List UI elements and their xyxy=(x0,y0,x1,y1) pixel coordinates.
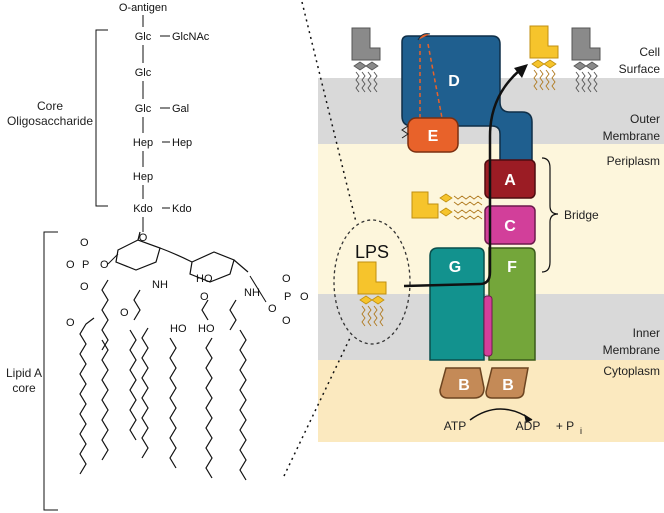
glc-1: Glc xyxy=(135,31,152,43)
dotted-connector-top xyxy=(301,1,357,223)
glucosamine-rings xyxy=(115,231,249,283)
protein-b-right-label: B xyxy=(502,377,514,394)
hep-1: Hep xyxy=(133,137,153,149)
protein-c-label: C xyxy=(504,218,516,235)
ho-1: HO xyxy=(196,273,213,285)
protein-d-label: D xyxy=(448,73,460,90)
atp-label: ATP xyxy=(444,419,466,433)
protein-e-tip xyxy=(417,33,431,41)
glc-3: Glc xyxy=(135,103,152,115)
protein-g-label: G xyxy=(449,259,461,276)
phos-o-2: O xyxy=(80,237,89,249)
nh-1: NH xyxy=(152,279,168,291)
lps-in-bridge xyxy=(411,191,483,220)
protein-c-helix xyxy=(483,295,493,357)
atp-arrowhead xyxy=(524,414,532,423)
protein-e xyxy=(407,117,459,153)
dotted-connector-bottom xyxy=(283,337,351,477)
ester-o-1: O xyxy=(66,317,75,329)
phos-o-4: O xyxy=(100,259,109,271)
phos-p-2: P xyxy=(284,291,291,303)
hep-3: Hep xyxy=(133,171,153,183)
protein-c xyxy=(484,205,536,245)
phos-p-1: P xyxy=(82,259,89,271)
ho-3: HO xyxy=(198,323,215,335)
lps-inner-membrane xyxy=(357,261,387,327)
protein-b-left xyxy=(439,367,485,399)
nh-2: NH xyxy=(244,287,260,299)
bridge-label-text: Bridge xyxy=(564,208,599,222)
outer-membrane-label: Outer xyxy=(630,112,660,126)
outer-membrane-label-2: Membrane xyxy=(603,129,661,143)
lps-label: LPS xyxy=(355,242,389,262)
barrel-dash-2 xyxy=(427,43,443,119)
protein-b-right xyxy=(485,367,529,399)
protein-a xyxy=(484,159,536,199)
lps-on-surface xyxy=(529,25,559,91)
transport-arrowhead xyxy=(514,64,528,78)
oligosaccharide-label: Oligosaccharide xyxy=(7,114,93,128)
protein-f-label: F xyxy=(507,259,517,276)
cell-surface-label: Cell xyxy=(639,45,660,59)
gray-lps-left xyxy=(351,27,381,93)
transport-path-arrow xyxy=(403,69,521,288)
inner-membrane-label-2: Membrane xyxy=(603,343,661,357)
lipid-a-bracket xyxy=(43,231,58,511)
protein-g xyxy=(429,247,485,361)
protein-a-label: A xyxy=(504,172,516,189)
o-link: O xyxy=(139,232,148,244)
ester-o-3: O xyxy=(200,291,209,303)
gray-lps-right xyxy=(571,27,601,93)
protein-b-left-label: B xyxy=(458,377,470,394)
periplasm-label: Periplasm xyxy=(607,154,660,168)
ester-o-2: O xyxy=(120,307,129,319)
inner-membrane-label: Inner xyxy=(633,326,660,340)
bridge-brace xyxy=(541,157,559,273)
cytoplasm-label: Cytoplasm xyxy=(603,364,660,378)
phos-o-8: O xyxy=(300,291,309,303)
glc-2: Glc xyxy=(135,67,152,79)
glcnac: GlcNAc xyxy=(172,31,210,43)
ho-2: HO xyxy=(170,323,187,335)
protein-e-label: E xyxy=(428,128,439,145)
core-label: Core xyxy=(37,99,63,113)
protein-f xyxy=(488,247,536,361)
core-bracket xyxy=(95,29,108,207)
protein-e-anchor xyxy=(401,125,409,139)
kdo-1: Kdo xyxy=(133,203,153,215)
acyl-chains xyxy=(79,279,247,481)
gal: Gal xyxy=(172,103,189,115)
hep-2: Hep xyxy=(172,137,192,149)
phos-o-1: O xyxy=(66,259,75,271)
lps-highlight-ellipse xyxy=(333,219,411,345)
adp-label: ADP xyxy=(516,419,541,433)
lipid-a-core-label: core xyxy=(12,381,36,395)
kdo-2: Kdo xyxy=(172,203,192,215)
phos-o-3: O xyxy=(80,281,89,293)
lipid-a-label: Lipid A xyxy=(6,366,42,380)
phos-o-7: O xyxy=(282,315,291,327)
phos-o-6: O xyxy=(282,273,291,285)
phos-o-5: O xyxy=(268,303,277,315)
pi-label: + P xyxy=(556,419,574,433)
pi-subscript: i xyxy=(580,426,582,436)
cell-surface-label-2: Surface xyxy=(619,62,661,76)
o-antigen-label: O-antigen xyxy=(119,2,167,14)
